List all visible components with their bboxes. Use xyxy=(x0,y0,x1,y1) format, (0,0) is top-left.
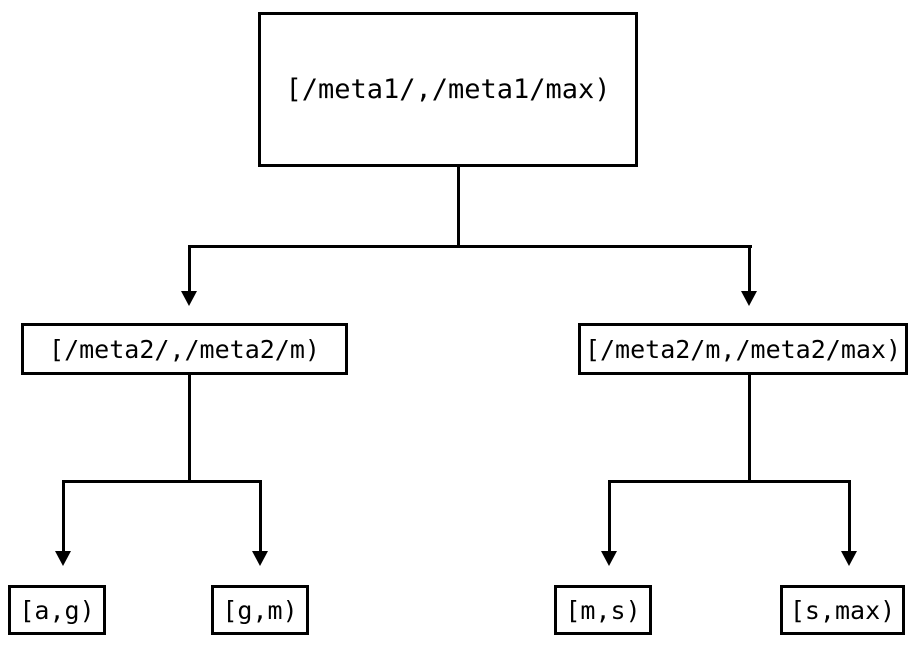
edge-root-to-mid-right xyxy=(748,245,751,291)
edge-mid-right-bus xyxy=(608,480,851,483)
node-mid-right[interactable]: [/meta2/m,/meta2/max) xyxy=(578,323,908,375)
node-leaf-g-m-label: [g,m) xyxy=(222,595,298,625)
arrowhead-mid-right-to-leaf-s-max-icon xyxy=(841,551,857,566)
node-leaf-m-s[interactable]: [m,s) xyxy=(554,585,652,635)
node-root[interactable]: [/meta1/,/meta1/max) xyxy=(258,12,638,167)
arrowhead-root-to-mid-left-icon xyxy=(181,291,197,306)
arrowhead-root-to-mid-right-icon xyxy=(741,291,757,306)
edge-mid-left-stem xyxy=(188,375,191,483)
edge-mid-left-to-leaf-a-g xyxy=(62,480,65,551)
node-leaf-s-max-label: [s,max) xyxy=(789,595,896,625)
node-leaf-s-max[interactable]: [s,max) xyxy=(780,585,905,635)
arrowhead-mid-right-to-leaf-m-s-icon xyxy=(601,551,617,566)
node-mid-right-label: [/meta2/m,/meta2/max) xyxy=(584,334,902,364)
node-leaf-m-s-label: [m,s) xyxy=(565,595,641,625)
edge-root-stem xyxy=(457,167,460,248)
edge-root-to-mid-left xyxy=(188,245,191,291)
arrowhead-mid-left-to-leaf-a-g-icon xyxy=(55,551,71,566)
edge-mid-right-to-leaf-s-max xyxy=(848,480,851,551)
arrowhead-mid-left-to-leaf-g-m-icon xyxy=(252,551,268,566)
edge-mid-right-to-leaf-m-s xyxy=(608,480,611,551)
edge-mid-left-to-leaf-g-m xyxy=(259,480,262,551)
node-mid-left-label: [/meta2/,/meta2/m) xyxy=(49,334,320,364)
edge-mid-left-bus xyxy=(62,480,262,483)
edge-root-bus xyxy=(188,245,752,248)
node-leaf-g-m[interactable]: [g,m) xyxy=(211,585,309,635)
node-leaf-a-g-label: [a,g) xyxy=(19,595,95,625)
edge-mid-right-stem xyxy=(748,375,751,483)
node-root-label: [/meta1/,/meta1/max) xyxy=(285,74,611,105)
node-leaf-a-g[interactable]: [a,g) xyxy=(8,585,106,635)
node-mid-left[interactable]: [/meta2/,/meta2/m) xyxy=(21,323,348,375)
